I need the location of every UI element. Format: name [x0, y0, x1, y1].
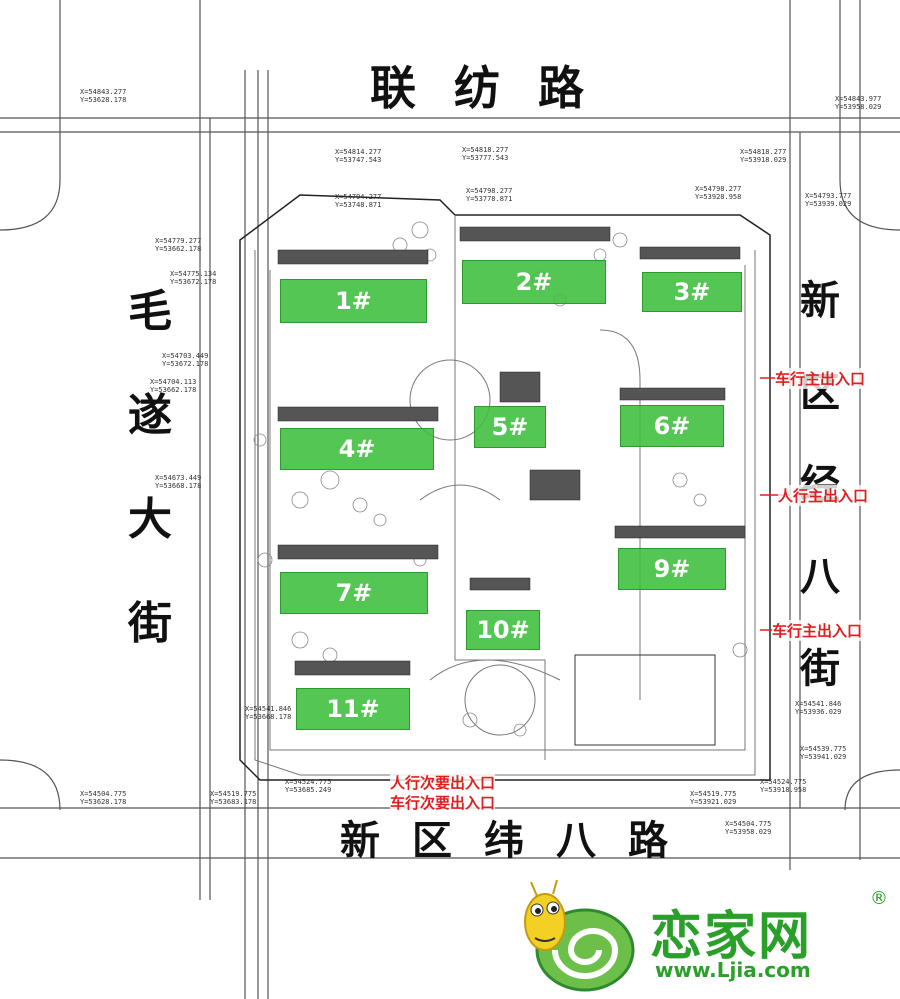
building-3[interactable]: 3#	[642, 272, 742, 312]
building-2[interactable]: 2#	[462, 260, 606, 304]
entrance-vehicle-main-1: 车行主出入口	[775, 368, 866, 389]
building-10[interactable]: 10#	[466, 610, 540, 650]
coord-label: X=54843.977 Y=53958.029	[835, 95, 882, 111]
coord-label: X=54818.277 Y=53918.029	[740, 148, 787, 164]
entrance-vehicle-secondary: 车行次要出入口	[390, 792, 496, 813]
coord-label: X=54703.449 Y=53672.178	[162, 352, 209, 368]
coord-label: X=54843.277 Y=53628.178	[80, 88, 127, 104]
building-5[interactable]: 5#	[474, 406, 546, 448]
snail-icon	[524, 880, 635, 992]
road-label-north: 联纺路	[370, 61, 622, 115]
building-4[interactable]: 4#	[280, 428, 434, 470]
road-label-east-char: 区	[800, 370, 840, 416]
coord-label: X=54541.846 Y=53668.178	[245, 705, 292, 721]
building-6[interactable]: 6#	[620, 405, 724, 447]
entrance-vehicle-main-2: 车行主出入口	[772, 620, 863, 641]
road-label-east-char: 街	[800, 646, 840, 692]
road-label-west-char: 毛	[128, 286, 172, 337]
coord-label: X=54814.277 Y=53747.543	[335, 148, 382, 164]
ljia-logo: 恋家网 www.Ljia.com ®	[515, 880, 895, 995]
coord-label: X=54539.775 Y=53941.029	[800, 745, 847, 761]
building-7[interactable]: 7#	[280, 572, 428, 614]
coord-label: X=54798.277 Y=53778.871	[466, 187, 513, 203]
coord-label: X=54704.113 Y=53662.178	[150, 378, 197, 394]
coord-label: X=54541.846 Y=53936.029	[795, 700, 842, 716]
logo-url: www.Ljia.com	[655, 958, 811, 982]
coord-label: X=54519.775 Y=53683.178	[210, 790, 257, 806]
coord-label: X=54673.449 Y=53668.178	[155, 474, 202, 490]
coord-label: X=54794.277 Y=53748.871	[335, 193, 382, 209]
road-label-south: 新区纬八路	[340, 818, 700, 864]
building-11[interactable]: 11#	[296, 688, 410, 730]
coord-label: X=54818.277 Y=53777.543	[462, 146, 509, 162]
coord-label: X=54798.277 Y=53928.958	[695, 185, 742, 201]
coord-label: X=54779.277 Y=53662.178	[155, 237, 202, 253]
coord-label: X=54504.775 Y=53958.029	[725, 820, 772, 836]
coord-label: X=54775.134 Y=53672.178	[170, 270, 217, 286]
coord-label: X=54524.775 Y=53685.249	[285, 778, 332, 794]
logo-name: 恋家网	[650, 907, 813, 967]
road-label-west: 毛 遂 大 街	[120, 260, 180, 676]
coord-label: X=54793.777 Y=53939.029	[805, 192, 852, 208]
road-label-west-char: 街	[128, 598, 172, 649]
entrance-pedestrian-secondary: 人行次要出入口	[390, 772, 496, 793]
entrance-pedestrian-main: 人行主出入口	[778, 485, 869, 506]
building-9[interactable]: 9#	[618, 548, 726, 590]
road-label-east-char: 新	[800, 278, 840, 324]
coord-label: X=54519.775 Y=53921.029	[690, 790, 737, 806]
road-label-west-char: 遂	[128, 390, 172, 441]
building-1[interactable]: 1#	[280, 279, 427, 323]
coord-label: X=54524.775 Y=53918.958	[760, 778, 807, 794]
registered-mark: ®	[870, 888, 888, 909]
coord-label: X=54504.775 Y=53628.178	[80, 790, 127, 806]
road-label-east-char: 八	[800, 554, 840, 600]
road-label-west-char: 大	[128, 494, 172, 545]
